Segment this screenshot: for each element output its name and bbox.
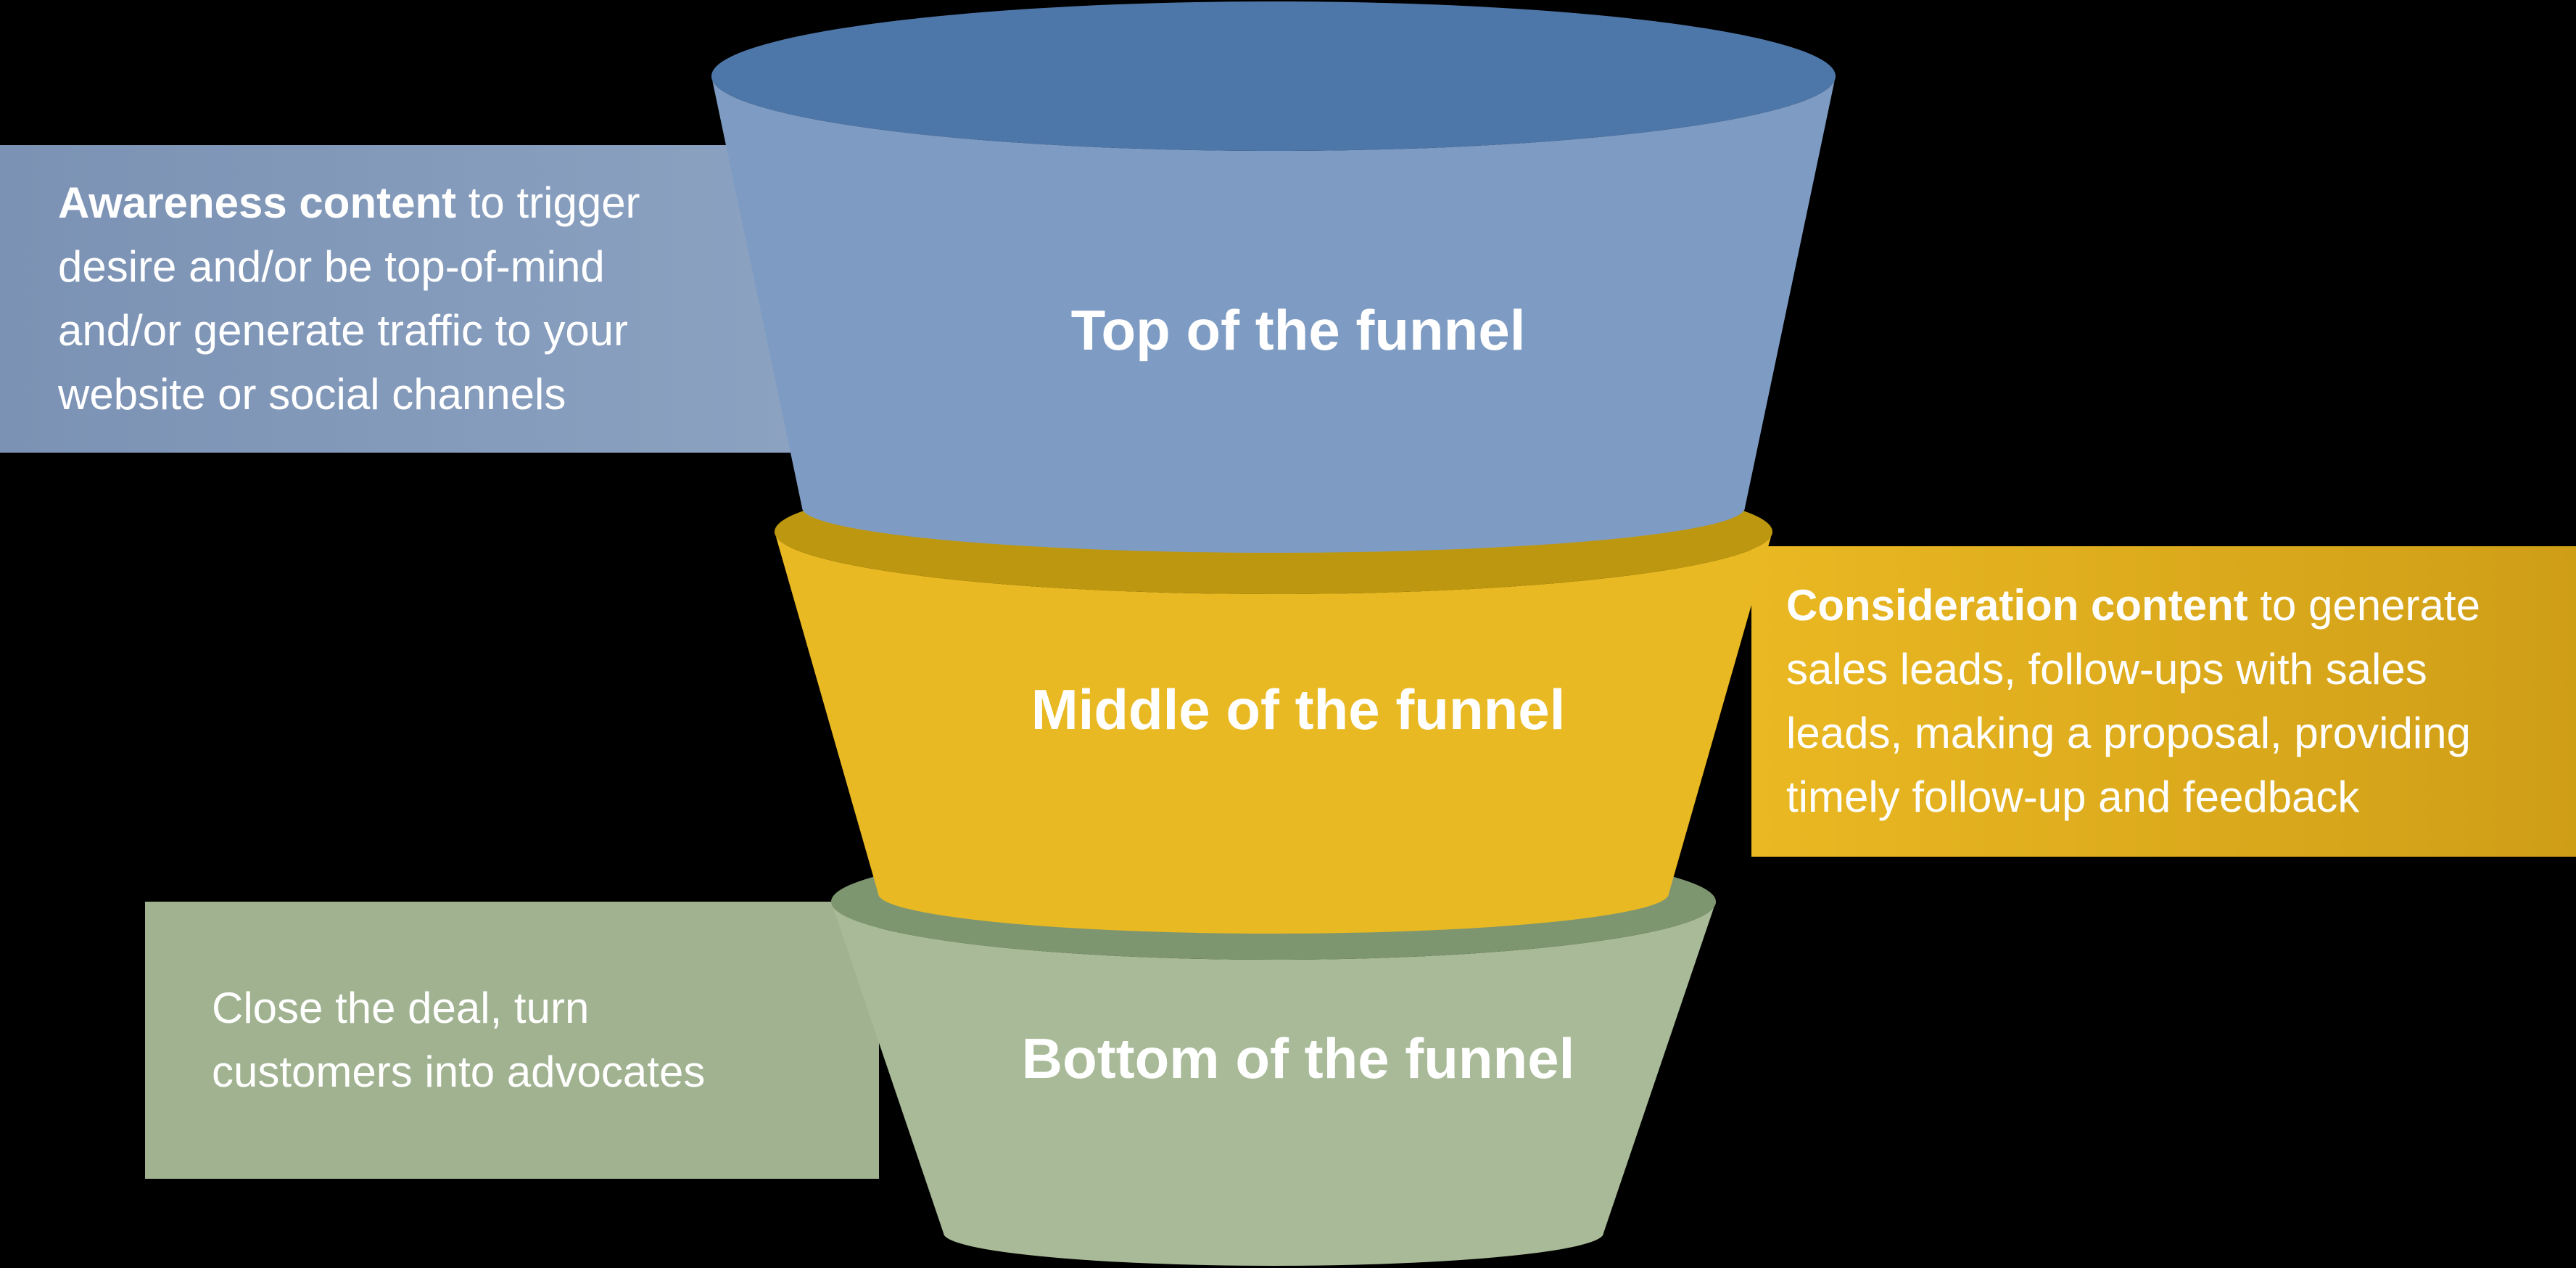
bottom-funnel-label: Bottom of the funnel [1021,1026,1575,1090]
consideration-callout-body: to generate sales leads, follow-ups with… [1786,581,2480,821]
close-deal-callout-body: Close the deal, turn customers into advo… [212,984,706,1096]
consideration-callout-text: Consideration content to generate sales … [1786,574,2480,829]
top-funnel-label: Top of the funnel [1070,298,1526,362]
middle-funnel-label: Middle of the funnel [1031,678,1566,741]
consideration-callout: Consideration content to generate sales … [1751,546,2576,857]
awareness-callout-lead: Awareness content [58,178,457,227]
close-deal-callout-text: Close the deal, turn customers into advo… [212,976,705,1104]
consideration-callout-lead: Consideration content [1786,581,2248,630]
top-funnel-segment-body [711,76,1836,553]
middle-funnel-segment-body [775,532,1772,934]
awareness-callout: Awareness content to trigger desire and/… [0,145,806,453]
awareness-callout-text: Awareness content to trigger desire and/… [58,171,640,427]
awareness-callout-body: to trigger desire and/or be top-of-mind … [58,178,640,419]
bottom-funnel-segment-body [831,902,1716,1266]
top-funnel-segment-rim [711,1,1836,151]
close-deal-callout: Close the deal, turn customers into advo… [145,902,879,1179]
